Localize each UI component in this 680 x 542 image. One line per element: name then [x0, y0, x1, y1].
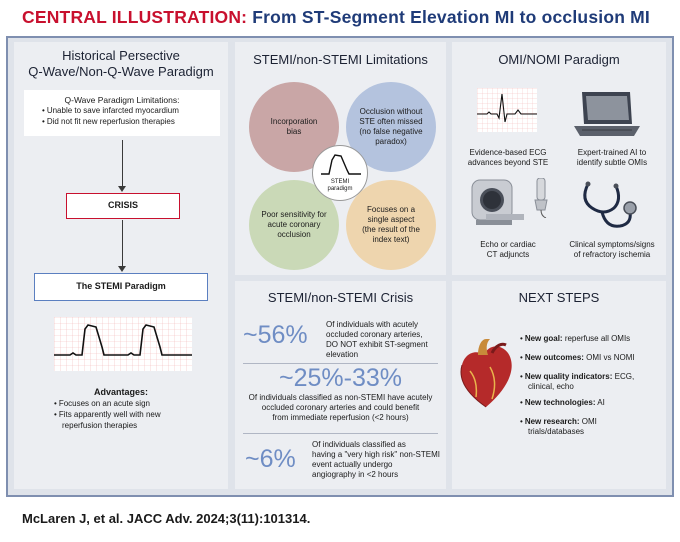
bubble-text: Focuses on a single aspect (the result o… — [362, 205, 420, 244]
crisis-panel-title: STEMI/non-STEMI Crisis — [267, 290, 414, 305]
omi-caption-clinical: Clinical symptoms/signs of refractory is… — [558, 240, 666, 260]
divider — [243, 433, 438, 434]
stat-line: Of individuals with acutely — [326, 320, 419, 329]
next-step-key: New technologies: — [524, 398, 596, 407]
stat-value: ~25%-33% — [279, 364, 402, 392]
stemi-paradigm-circle: STEMI paradigm — [312, 145, 368, 201]
omi-caption-echo: Echo or cardiac CT adjuncts — [456, 240, 560, 260]
next-step-item: New outcomes: OMI vs NOMI — [520, 353, 635, 363]
next-step-key: New outcomes: — [524, 353, 584, 362]
citation: McLaren J, et al. JACC Adv. 2024;3(11):1… — [22, 511, 311, 526]
center-label-line1: STEMI — [330, 179, 350, 185]
advantages-title: Advantages: — [93, 387, 148, 397]
arrow-to-stemi — [122, 220, 123, 267]
arrowhead-icon — [118, 266, 126, 272]
limitations-panel-title: STEMI/non-STEMI Limitations — [253, 52, 428, 67]
stat-line: Of individuals classified as — [312, 440, 406, 449]
next-steps-title: NEXT STEPS — [518, 290, 600, 305]
next-steps-panel: NEXT STEPS New goal: reperfuse all OMIs … — [452, 281, 666, 489]
crisis-panel: STEMI/non-STEMI Crisis ~56% Of individua… — [235, 281, 446, 489]
next-step-item: New goal: reperfuse all OMIs — [520, 334, 630, 344]
stat-line: event actually undergo — [312, 460, 393, 469]
next-step-text: reperfuse all OMIs — [562, 334, 631, 343]
next-step-item-continued: trials/databases — [528, 427, 584, 437]
advantage-item: Fits apparently well with new — [54, 410, 161, 419]
next-step-item: New research: OMI — [520, 417, 597, 427]
historical-panel: Historical Persective Q-Wave/Non-Q-Wave … — [14, 42, 228, 489]
bubble-single-aspect: Focuses on a single aspect (the result o… — [346, 180, 436, 270]
next-step-text: AI — [595, 398, 605, 407]
center-label-line2: paradigm — [327, 186, 353, 192]
limitation-item: Did not fit new reperfusion therapies — [42, 117, 175, 126]
laptop-icon — [574, 92, 640, 136]
caption-line: identify subtle OMIs — [576, 158, 648, 167]
next-step-item: New technologies: AI — [520, 398, 605, 408]
crisis-box: CRISIS — [66, 193, 180, 219]
stat-line: DO NOT exhibit ST-segment — [326, 340, 428, 349]
arrowhead-icon — [118, 186, 126, 192]
advantage-item: Focuses on an acute sign — [54, 399, 150, 408]
next-step-key: New research: — [524, 417, 580, 426]
arrow-to-crisis — [122, 140, 123, 188]
bubble-text: Incorporation bias — [270, 117, 318, 136]
ct-scanner-icon — [471, 179, 524, 225]
divider — [243, 363, 438, 364]
ecg-strip-icon — [54, 317, 192, 371]
ultrasound-probe-icon — [534, 178, 548, 218]
next-step-text: ECG, — [612, 372, 635, 381]
stat-line: Of individuals classified as non-STEMI h… — [248, 393, 433, 402]
omi-panel-title: OMI/NOMI Paradigm — [498, 52, 620, 67]
caption-line: Expert-trained AI to — [577, 148, 647, 157]
omi-nomi-panel: OMI/NOMI Paradigm Evidence-based ECG adv… — [452, 42, 666, 275]
bubble-text: Occlusion without STE often missed (no f… — [359, 107, 423, 146]
limitations-title: Q-Wave Paradigm Limitations: — [64, 95, 180, 105]
title-lead: CENTRAL ILLUSTRATION: — [22, 7, 248, 27]
historical-title-line2: Q-Wave/Non-Q-Wave Paradigm — [28, 64, 214, 79]
caption-line: of refractory ischemia — [573, 250, 651, 259]
historical-title-line1: Historical Persective — [62, 48, 180, 63]
stat-line: occluded coronary arteries, — [326, 330, 423, 339]
caption-line: Evidence-based ECG — [469, 148, 547, 157]
center-label: STEMI paradigm — [313, 179, 367, 193]
next-step-text: OMI — [579, 417, 597, 426]
caption-line: advances beyond STE — [467, 158, 549, 167]
ecg-trace-icon — [477, 88, 537, 132]
stat-value: ~56% — [243, 321, 308, 349]
caption-line: Echo or cardiac — [480, 240, 536, 249]
stemi-paradigm-box: The STEMI Paradigm — [34, 273, 208, 301]
page-title: CENTRAL ILLUSTRATION: From ST-Segment El… — [22, 7, 650, 28]
st-elevation-icon — [321, 154, 361, 175]
caption-line: Clinical symptoms/signs — [569, 240, 655, 249]
q-wave-limitations-box: Q-Wave Paradigm Limitations: Unable to s… — [24, 90, 220, 136]
stat-description: Of individuals classified as non-STEMI h… — [235, 393, 446, 423]
stat-line: angiography in <2 hours — [312, 470, 399, 479]
next-step-text: OMI vs NOMI — [583, 353, 635, 362]
next-step-item: New quality indicators: ECG, — [520, 372, 634, 382]
heart-icon — [460, 339, 512, 408]
omi-caption-ecg: Evidence-based ECG advances beyond STE — [456, 148, 560, 168]
bubble-text: Poor sensitivity for acute coronary occl… — [261, 210, 327, 239]
omi-caption-ai: Expert-trained AI to identify subtle OMI… — [560, 148, 664, 168]
header-bar: CENTRAL ILLUSTRATION: From ST-Segment El… — [0, 0, 680, 36]
next-step-text: trials/databases — [528, 427, 585, 436]
historical-title: Historical Persective Q-Wave/Non-Q-Wave … — [14, 48, 228, 80]
next-step-item-continued: clinical, echo — [528, 382, 574, 392]
stat-value: ~6% — [245, 445, 296, 473]
advantage-item-continued: reperfusion therapies — [62, 421, 138, 430]
stat-line: having a "very high risk" non-STEMI — [312, 450, 440, 459]
next-step-key: New quality indicators: — [524, 372, 613, 381]
stat-line: occluded coronary arteries and could ben… — [261, 403, 420, 412]
caption-line: CT adjuncts — [486, 250, 530, 259]
limitation-item: Unable to save infarcted myocardium — [42, 106, 179, 115]
limitations-panel: STEMI/non-STEMI Limitations Incorporatio… — [235, 42, 446, 275]
title-text: From ST-Segment Elevation MI to occlusio… — [252, 7, 650, 27]
stat-description: Of individuals with acutely occluded cor… — [326, 320, 428, 360]
next-step-text: clinical, echo — [528, 382, 574, 391]
stat-line: from immediate reperfusion (<2 hours) — [272, 413, 409, 422]
stat-line: elevation — [326, 350, 359, 359]
stat-description: Of individuals classified as having a "v… — [312, 440, 440, 480]
stethoscope-icon — [583, 181, 637, 228]
next-step-key: New goal: — [524, 334, 563, 343]
